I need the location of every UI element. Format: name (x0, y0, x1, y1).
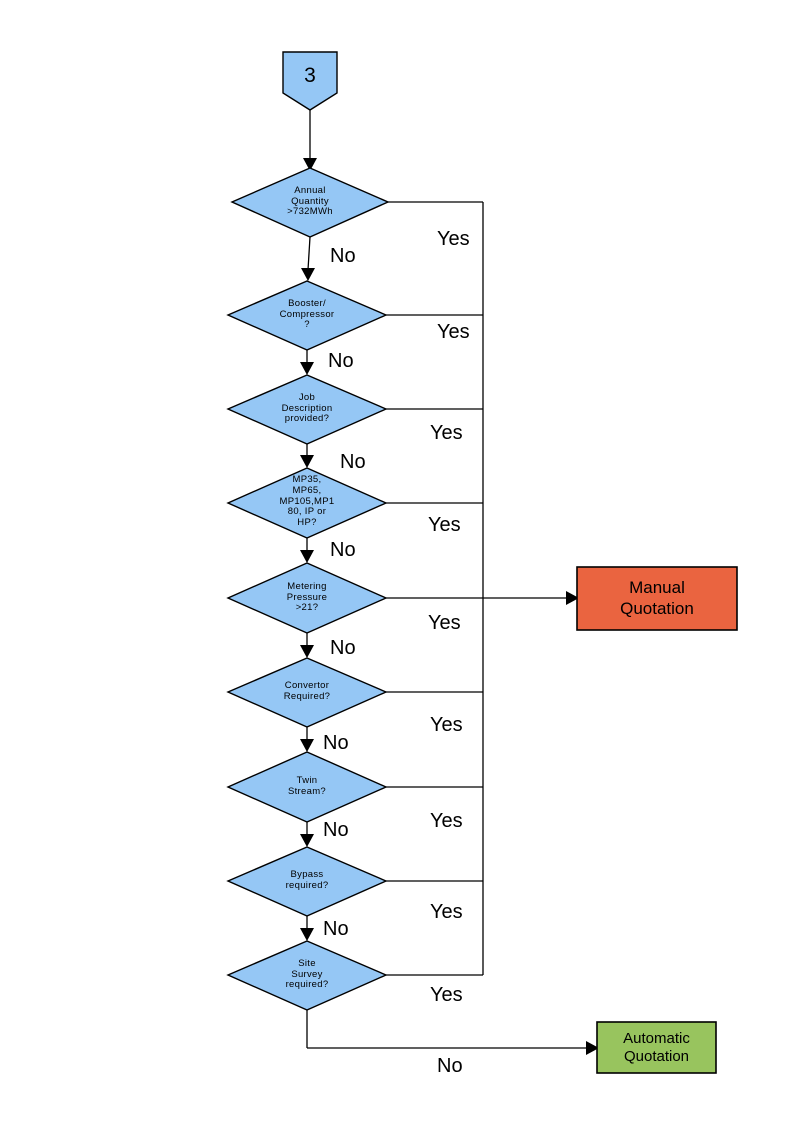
terminal-automatic-quotation[interactable] (596, 1021, 717, 1074)
decision-booster-compressor[interactable] (226, 280, 388, 351)
decision-convertor-required[interactable] (226, 657, 388, 728)
decision-annual-quantity[interactable] (230, 167, 390, 238)
decision-job-description[interactable] (226, 374, 388, 445)
decision-site-survey[interactable] (226, 940, 388, 1011)
terminal-manual-quotation[interactable] (576, 566, 738, 631)
connector-shape-3[interactable] (282, 51, 338, 111)
decision-metering-pressure[interactable] (226, 562, 388, 634)
decision-twin-stream[interactable] (226, 751, 388, 823)
decision-bypass-required[interactable] (226, 846, 388, 917)
decision-pressure-tier[interactable] (226, 467, 388, 539)
